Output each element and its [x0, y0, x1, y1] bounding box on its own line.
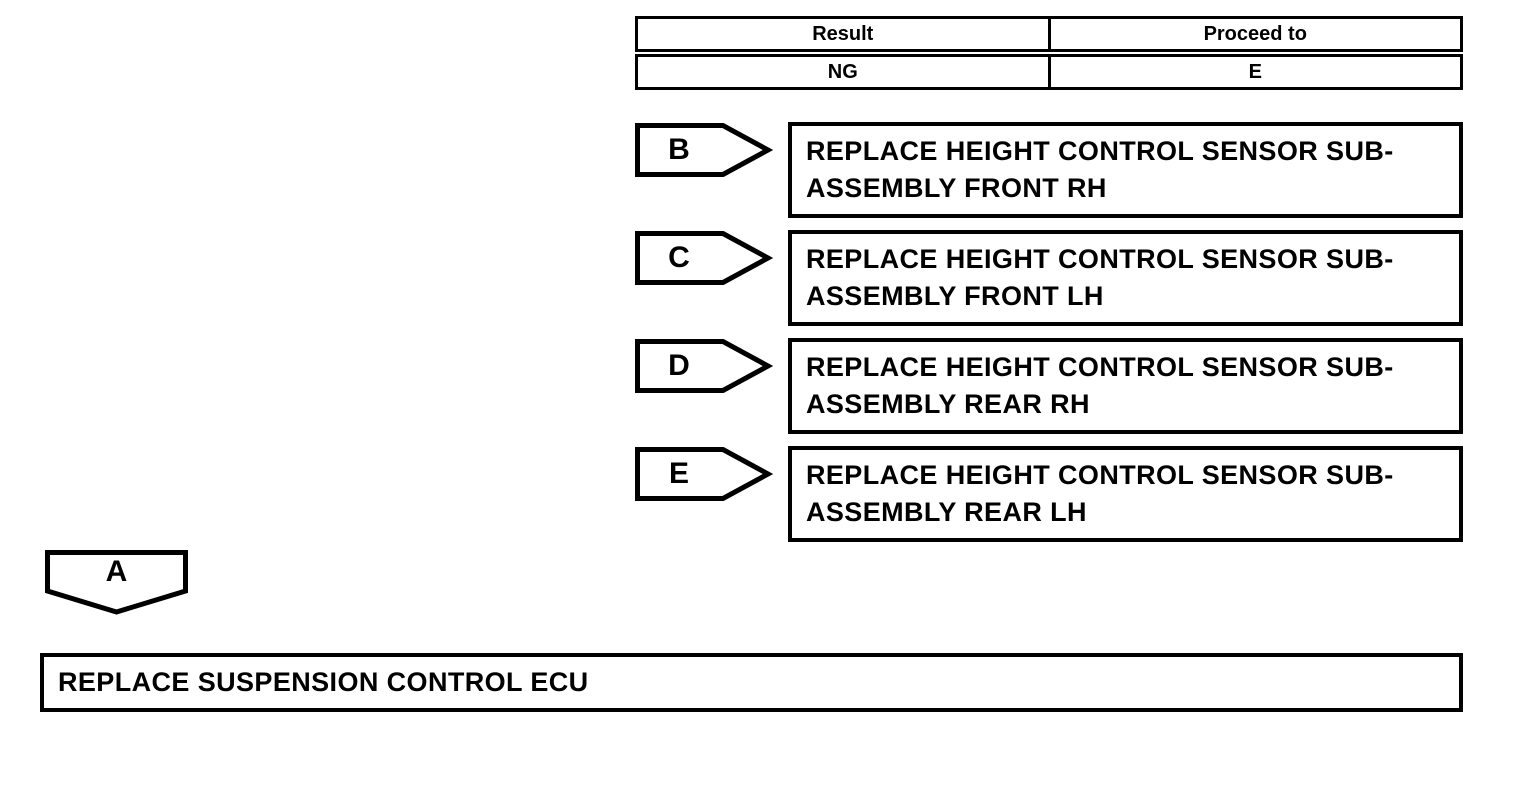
connector-a-label: A	[105, 555, 128, 588]
action-box-c-text: REPLACE HEIGHT CONTROL SENSOR SUB-ASSEMB…	[806, 243, 1394, 311]
result-table: Result Proceed to NG E	[635, 16, 1463, 90]
result-table-header-proceed-to: Proceed to	[1047, 16, 1463, 57]
action-box-c: REPLACE HEIGHT CONTROL SENSOR SUB-ASSEMB…	[788, 230, 1463, 326]
connector-a: A	[45, 550, 188, 618]
result-table-header-row: Result Proceed to	[635, 16, 1463, 57]
flow-arrow-right-icon	[635, 447, 774, 501]
final-action-box: REPLACE SUSPENSION CONTROL ECU	[40, 653, 1463, 712]
result-table-header-result: Result	[635, 16, 1051, 57]
final-action-text: REPLACE SUSPENSION CONTROL ECU	[58, 667, 589, 697]
action-box-d-text: REPLACE HEIGHT CONTROL SENSOR SUB-ASSEMB…	[806, 351, 1394, 419]
result-table-cell-result: NG	[635, 51, 1051, 90]
action-box-b-text: REPLACE HEIGHT CONTROL SENSOR SUB-ASSEMB…	[806, 135, 1394, 203]
connector-e-label: E	[668, 457, 689, 490]
action-box-e: REPLACE HEIGHT CONTROL SENSOR SUB-ASSEMB…	[788, 446, 1463, 542]
connector-d: D	[635, 339, 775, 393]
action-box-b: REPLACE HEIGHT CONTROL SENSOR SUB-ASSEMB…	[788, 122, 1463, 218]
flow-arrow-right-icon	[635, 339, 774, 393]
connector-b: B	[635, 123, 775, 177]
connector-e: E	[635, 447, 775, 501]
result-table-cell-proceed-to: E	[1047, 51, 1463, 90]
flow-arrow-right-icon	[635, 123, 774, 177]
connector-c: C	[635, 231, 775, 285]
action-box-d: REPLACE HEIGHT CONTROL SENSOR SUB-ASSEMB…	[788, 338, 1463, 434]
connector-b-label: B	[668, 133, 690, 166]
connector-c-label: C	[668, 241, 690, 274]
action-box-e-text: REPLACE HEIGHT CONTROL SENSOR SUB-ASSEMB…	[806, 459, 1394, 527]
result-table-data-row: NG E	[635, 51, 1463, 90]
connector-d-label: D	[668, 349, 690, 382]
flow-arrow-right-icon	[635, 231, 774, 285]
flow-arrow-down-icon	[45, 550, 188, 615]
